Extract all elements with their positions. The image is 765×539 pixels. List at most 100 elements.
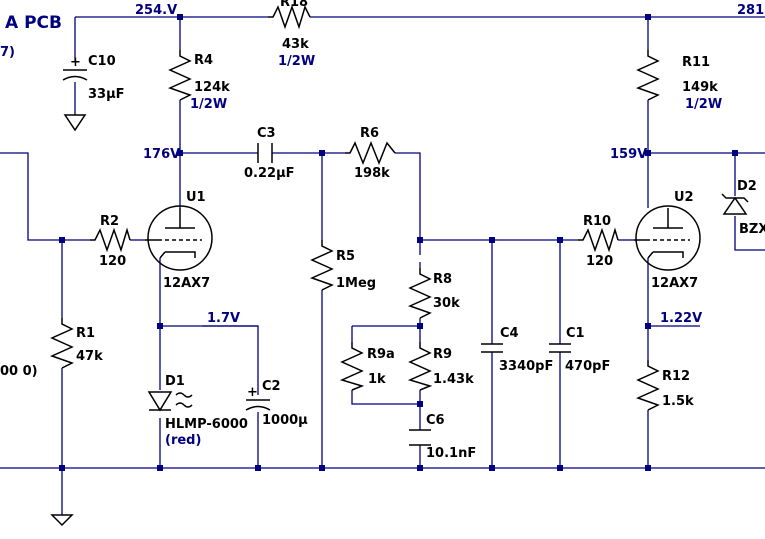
r9-ref: R9 bbox=[433, 347, 452, 362]
d1-ref: D1 bbox=[165, 374, 185, 389]
svg-text:+: + bbox=[247, 385, 258, 400]
junction-dot bbox=[489, 237, 495, 243]
r1-ref: R1 bbox=[76, 326, 95, 341]
r4-ref: R4 bbox=[194, 53, 213, 68]
resistor-r18-symbol bbox=[268, 4, 311, 30]
junction-dot bbox=[557, 237, 563, 243]
junction-dot bbox=[177, 14, 183, 20]
node-label-176v: 176V bbox=[143, 147, 180, 162]
junction-dot bbox=[417, 401, 423, 407]
r12-value: 1.5k bbox=[662, 394, 694, 409]
r9a-value: 1k bbox=[368, 372, 386, 387]
node-label-1-7v: 1.7V bbox=[207, 311, 240, 326]
junction-dot bbox=[157, 465, 163, 471]
schematic-title: A PCB bbox=[5, 13, 62, 33]
title-fragment: 7) bbox=[0, 45, 15, 60]
c10-ref: C10 bbox=[88, 54, 116, 69]
junction-dot bbox=[255, 465, 261, 471]
junctions bbox=[59, 14, 738, 471]
node-label-281v: 281. bbox=[737, 3, 765, 18]
r18-ref: R18 bbox=[280, 0, 308, 10]
c2-ref: C2 bbox=[262, 379, 281, 394]
junction-dot bbox=[319, 150, 325, 156]
junction-dot bbox=[417, 465, 423, 471]
c3-value: 0.22µF bbox=[244, 166, 295, 181]
c1-value: 470pF bbox=[565, 359, 610, 374]
labels: A PCB 7) 00 0) 254.V 281. 176V 159V 1.7V… bbox=[0, 0, 765, 461]
junction-dot bbox=[645, 465, 651, 471]
resistor-r11-symbol bbox=[635, 50, 660, 101]
c6-value: 10.1nF bbox=[426, 446, 476, 461]
r18-rating: 1/2W bbox=[278, 54, 315, 69]
u1-ref: U1 bbox=[186, 190, 206, 205]
r18-value: 43k bbox=[282, 37, 309, 52]
r8-ref: R8 bbox=[433, 272, 452, 287]
r10-ref: R10 bbox=[583, 214, 611, 229]
junction-dot bbox=[319, 465, 325, 471]
junction-dot bbox=[177, 150, 183, 156]
r1-value: 47k bbox=[76, 349, 103, 364]
resistor-r6-symbol bbox=[345, 140, 396, 166]
r9a-ref: R9a bbox=[367, 347, 395, 362]
capacitor-c2-symbol: + bbox=[245, 385, 271, 411]
capacitor-c4-symbol bbox=[481, 343, 503, 353]
zener-d2-symbol bbox=[721, 193, 749, 215]
resistor-r4-symbol bbox=[167, 50, 192, 101]
node-label-159v: 159V bbox=[610, 147, 647, 162]
r10-value: 120 bbox=[586, 254, 613, 269]
d1-note: (red) bbox=[165, 433, 201, 448]
r2-ref: R2 bbox=[100, 214, 119, 229]
junction-dot bbox=[557, 465, 563, 471]
led-d1-symbol bbox=[147, 391, 193, 412]
r5-value: 1Meg bbox=[336, 276, 376, 291]
resistor-r5-symbol bbox=[309, 240, 334, 291]
d2-ref: D2 bbox=[737, 179, 757, 194]
ground-icon bbox=[63, 114, 87, 132]
r11-value: 149k bbox=[682, 80, 718, 95]
r4-value: 124k bbox=[194, 80, 230, 95]
r8-value: 30k bbox=[433, 296, 460, 311]
resistor-r9a-symbol bbox=[339, 342, 365, 391]
junction-dot bbox=[489, 465, 495, 471]
junction-dot bbox=[645, 150, 651, 156]
c2-value: 1000µ bbox=[262, 413, 308, 428]
tube-u1-symbol bbox=[145, 205, 213, 271]
c4-ref: C4 bbox=[500, 326, 519, 341]
u2-ref: U2 bbox=[674, 190, 694, 205]
capacitor-c3-symbol bbox=[257, 143, 273, 163]
r5-ref: R5 bbox=[336, 249, 355, 264]
d2-value: BZX bbox=[739, 222, 765, 237]
r11-rating: 1/2W bbox=[685, 97, 722, 112]
u2-value: 12AX7 bbox=[651, 276, 698, 291]
junction-dot bbox=[157, 323, 163, 329]
junction-dot bbox=[645, 14, 651, 20]
resistor-r1-symbol bbox=[49, 318, 74, 369]
junction-dot bbox=[59, 237, 65, 243]
junction-dot bbox=[732, 150, 738, 156]
d1-value: HLMP-6000 bbox=[165, 417, 248, 432]
node-label-1-22v: 1.22V bbox=[660, 311, 702, 326]
capacitor-c10-symbol: + bbox=[62, 55, 88, 81]
r6-ref: R6 bbox=[360, 126, 379, 141]
junction-dot bbox=[59, 465, 65, 471]
resistor-r8-symbol bbox=[407, 268, 432, 319]
r6-value: 198k bbox=[354, 166, 390, 181]
c1-ref: C1 bbox=[566, 326, 585, 341]
c10-value: 33µF bbox=[88, 87, 125, 102]
u1-value: 12AX7 bbox=[163, 276, 210, 291]
source-fragment: 00 0) bbox=[0, 364, 38, 379]
tube-u2-symbol bbox=[634, 205, 701, 271]
junction-dot bbox=[417, 323, 423, 329]
c6-ref: C6 bbox=[426, 413, 445, 428]
node-label-254v: 254.V bbox=[135, 3, 177, 18]
c4-value: 3340pF bbox=[499, 359, 553, 374]
r2-value: 120 bbox=[99, 254, 126, 269]
resistor-r12-symbol bbox=[635, 360, 660, 411]
svg-text:+: + bbox=[70, 55, 81, 70]
r11-ref: R11 bbox=[682, 55, 710, 70]
resistor-r9-symbol bbox=[407, 342, 433, 391]
r9-value: 1.43k bbox=[433, 372, 474, 387]
c3-ref: C3 bbox=[257, 126, 276, 141]
resistor-r10-symbol bbox=[578, 227, 619, 253]
